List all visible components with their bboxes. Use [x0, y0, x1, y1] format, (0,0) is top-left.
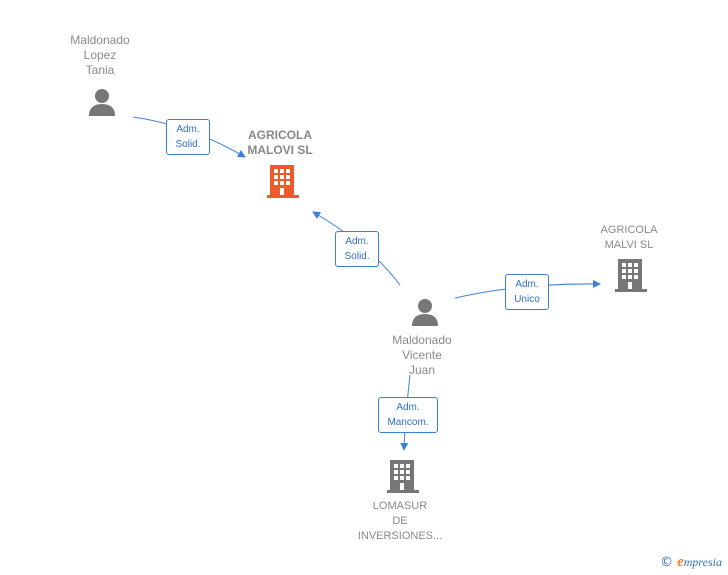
- person-label-juan[interactable]: Maldonado Vicente Juan: [392, 333, 452, 377]
- building-icon[interactable]: [386, 458, 420, 494]
- brand-name: mpresia: [683, 555, 722, 569]
- edge-label-tania-malovi: Adm. Solid.: [166, 119, 210, 155]
- edge-label-juan-malovi: Adm. Solid.: [335, 231, 379, 267]
- building-icon[interactable]: [266, 163, 300, 199]
- person-label-tania[interactable]: Maldonado Lopez Tania: [70, 33, 130, 77]
- edge-label-juan-malvi: Adm. Unico: [505, 274, 549, 310]
- company-label-malovi[interactable]: AGRICOLA MALOVI SL: [247, 128, 313, 157]
- building-icon[interactable]: [614, 257, 648, 293]
- company-label-lomasur[interactable]: LOMASUR DE INVERSIONES...: [357, 500, 443, 542]
- edge-label-juan-lomasur: Adm. Mancom.: [378, 397, 438, 433]
- copyright-icon: ©: [660, 555, 674, 570]
- company-label-malvi[interactable]: AGRICOLA MALVI SL: [600, 224, 658, 251]
- person-icon[interactable]: [410, 297, 440, 327]
- person-icon[interactable]: [87, 87, 117, 117]
- brand-logo: ©empresia: [660, 554, 722, 571]
- brand-initial: e: [677, 554, 684, 570]
